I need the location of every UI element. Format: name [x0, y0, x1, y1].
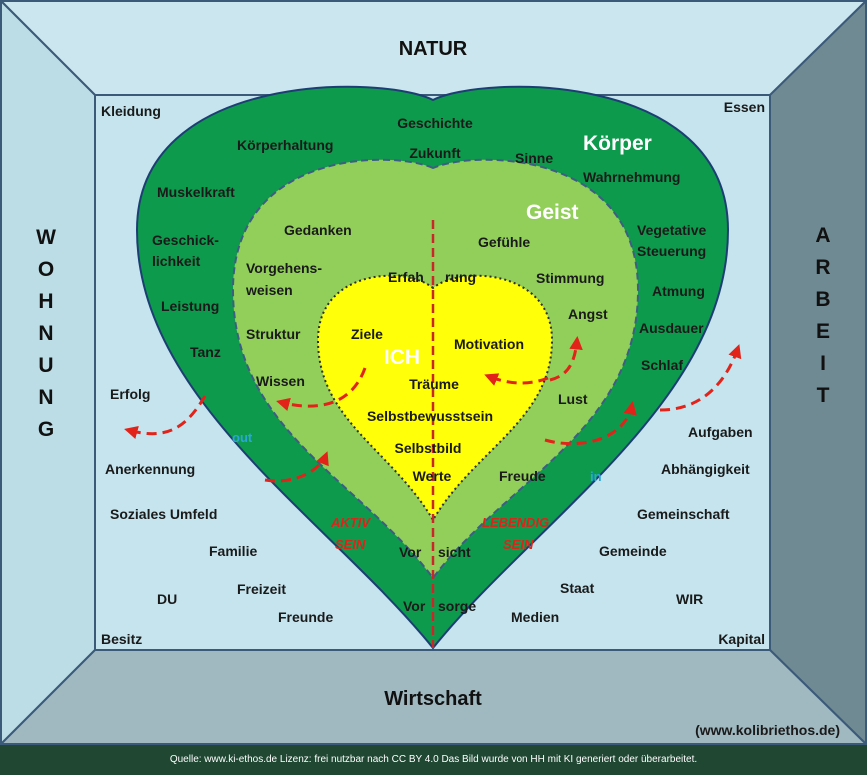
label-wohnung: W O H N U N G — [36, 226, 56, 441]
arbeit-letter: R — [815, 256, 830, 279]
label-angst: Angst — [568, 306, 608, 322]
arrow-out-outer — [124, 395, 207, 439]
label-vorgehens-1: Vorgehens- — [246, 260, 322, 276]
arbeit-letter: A — [815, 224, 830, 247]
arrow-out-inner — [264, 451, 329, 483]
label-freizeit: Freizeit — [237, 581, 286, 597]
label-geschichte: Geschichte — [397, 115, 473, 131]
label-werte: Werte — [413, 468, 452, 484]
label-soziales-umfeld: Soziales Umfeld — [110, 506, 217, 522]
wohnung-letter: G — [38, 418, 54, 441]
label-lebendig: LEBENDIG — [482, 515, 549, 530]
arbeit-letter: I — [820, 352, 826, 375]
label-ich: ICH — [384, 346, 420, 369]
wohnung-letter: U — [38, 354, 53, 377]
label-geschick-1: Geschick- — [152, 232, 219, 248]
arrow-in-motivation — [484, 373, 549, 386]
label-vorsorge-vor: Vor — [403, 598, 426, 614]
wohnung-letter: O — [38, 258, 54, 281]
wohnung-letter: H — [38, 290, 53, 313]
label-selbstbewusstsein: Selbstbewusstsein — [367, 408, 493, 424]
label-selbstbild: Selbstbild — [395, 440, 462, 456]
label-website: (www.kolibriethos.de) — [695, 722, 840, 738]
wohnung-letter: N — [38, 322, 53, 345]
label-atmung: Atmung — [652, 283, 705, 299]
label-natur: NATUR — [399, 38, 468, 60]
wohnung-letter: N — [38, 386, 53, 409]
label-du: DU — [157, 591, 177, 607]
arbeit-letter: E — [816, 320, 830, 343]
arbeit-letter: B — [815, 288, 830, 311]
label-abhaengigkeit: Abhängigkeit — [661, 461, 750, 477]
label-lebendig-sein: SEIN — [503, 537, 534, 552]
diagram-svg: NATUR Wirtschaft (www.kolibriethos.de) W… — [0, 0, 867, 747]
label-arbeit: A R B E I T — [815, 224, 830, 407]
label-koerper: Körper — [583, 132, 652, 155]
label-vegetative-2: Steuerung — [637, 243, 706, 259]
label-essen: Essen — [724, 99, 765, 115]
label-besitz: Besitz — [101, 631, 142, 647]
label-gemeinde: Gemeinde — [599, 543, 667, 559]
label-vorgehens-2: weisen — [245, 282, 293, 298]
label-freude: Freude — [499, 468, 546, 484]
label-zukunft: Zukunft — [409, 145, 461, 161]
label-aktiv: AKTIV — [330, 515, 371, 530]
label-ziele: Ziele — [351, 326, 383, 342]
label-wirtschaft: Wirtschaft — [384, 688, 482, 710]
label-kleidung: Kleidung — [101, 103, 161, 119]
label-sinne: Sinne — [515, 150, 553, 166]
frame-right-panel — [769, 0, 867, 747]
label-vorsicht-vor: Vor — [399, 544, 422, 560]
label-koerperhaltung: Körperhaltung — [237, 137, 333, 153]
label-in: in — [590, 469, 602, 484]
ich-heart — [316, 274, 554, 522]
arrow-in-outer — [659, 344, 742, 412]
label-vegetative-1: Vegetative — [637, 222, 706, 238]
label-out: out — [232, 430, 253, 445]
label-staat: Staat — [560, 580, 595, 596]
label-erfolg: Erfolg — [110, 386, 150, 402]
label-traeume: Träume — [409, 376, 459, 392]
label-wissen: Wissen — [256, 373, 305, 389]
wohnung-letter: W — [36, 226, 56, 249]
label-familie: Familie — [209, 543, 257, 559]
label-schlaf: Schlaf — [641, 357, 683, 373]
arrow-in-angst — [549, 335, 583, 382]
label-muskelkraft: Muskelkraft — [157, 184, 235, 200]
arrow-ich-out — [276, 367, 367, 411]
label-aktiv-sein: SEIN — [335, 537, 366, 552]
label-leistung: Leistung — [161, 298, 219, 314]
label-motivation: Motivation — [454, 336, 524, 352]
label-vorsorge-sorge: sorge — [438, 598, 476, 614]
label-anerkennung: Anerkennung — [105, 461, 195, 477]
label-rung: rung — [445, 269, 476, 285]
label-stimmung: Stimmung — [536, 270, 604, 286]
label-wir: WIR — [676, 591, 703, 607]
label-ausdauer: Ausdauer — [639, 320, 704, 336]
label-gefuehle: Gefühle — [478, 234, 530, 250]
footer-license: Quelle: www.ki-ethos.de Lizenz: frei nut… — [0, 745, 867, 775]
label-gemeinschaft: Gemeinschaft — [637, 506, 730, 522]
arbeit-letter: T — [817, 384, 830, 407]
label-medien: Medien — [511, 609, 559, 625]
label-aufgaben: Aufgaben — [688, 424, 753, 440]
label-lust: Lust — [558, 391, 588, 407]
label-erfah: Erfah — [388, 269, 424, 285]
label-tanz: Tanz — [190, 344, 221, 360]
label-kapital: Kapital — [718, 631, 765, 647]
label-struktur: Struktur — [246, 326, 301, 342]
arrow-in-inner — [544, 401, 637, 446]
label-geist: Geist — [526, 201, 579, 224]
label-wahrnehmung: Wahrnehmung — [583, 169, 680, 185]
label-freunde: Freunde — [278, 609, 333, 625]
label-geschick-2: lichkeit — [152, 253, 201, 269]
label-vorsicht-sicht: sicht — [438, 544, 471, 560]
label-gedanken: Gedanken — [284, 222, 352, 238]
